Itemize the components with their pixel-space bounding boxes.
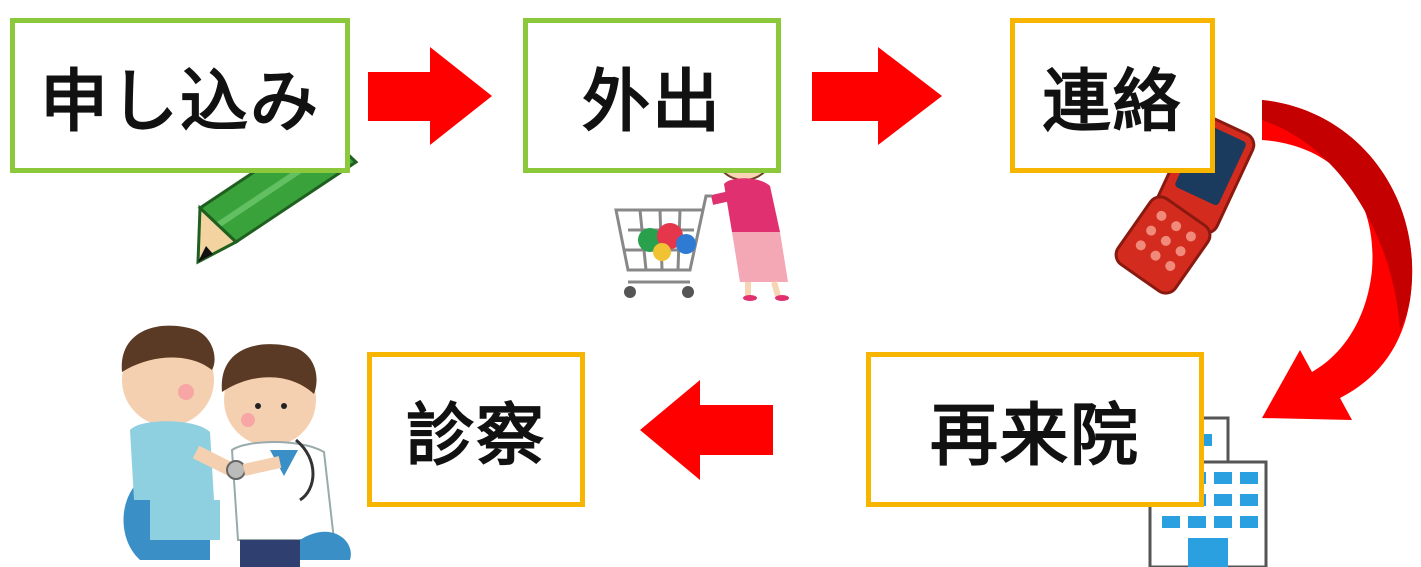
doctor-patient-icon — [121, 325, 351, 567]
step-label-exam: 診察 — [405, 397, 546, 476]
step-label-revisit: 再来院 — [929, 397, 1140, 476]
step-label-contact: 連絡 — [1042, 63, 1183, 142]
arrow-left-1 — [640, 380, 773, 480]
step-box-exam: 診察 — [367, 352, 585, 507]
step-box-revisit: 再来院 — [866, 352, 1204, 507]
arrow-right-1 — [368, 47, 492, 145]
arrow-right-2 — [812, 47, 942, 145]
step-box-contact: 連絡 — [1010, 18, 1215, 173]
step-label-outing: 外出 — [581, 63, 722, 142]
step-label-apply: 申し込み — [39, 63, 320, 142]
step-box-outing: 外出 — [523, 18, 781, 173]
arrow-curved — [1262, 100, 1413, 420]
step-box-apply: 申し込み — [10, 18, 350, 173]
